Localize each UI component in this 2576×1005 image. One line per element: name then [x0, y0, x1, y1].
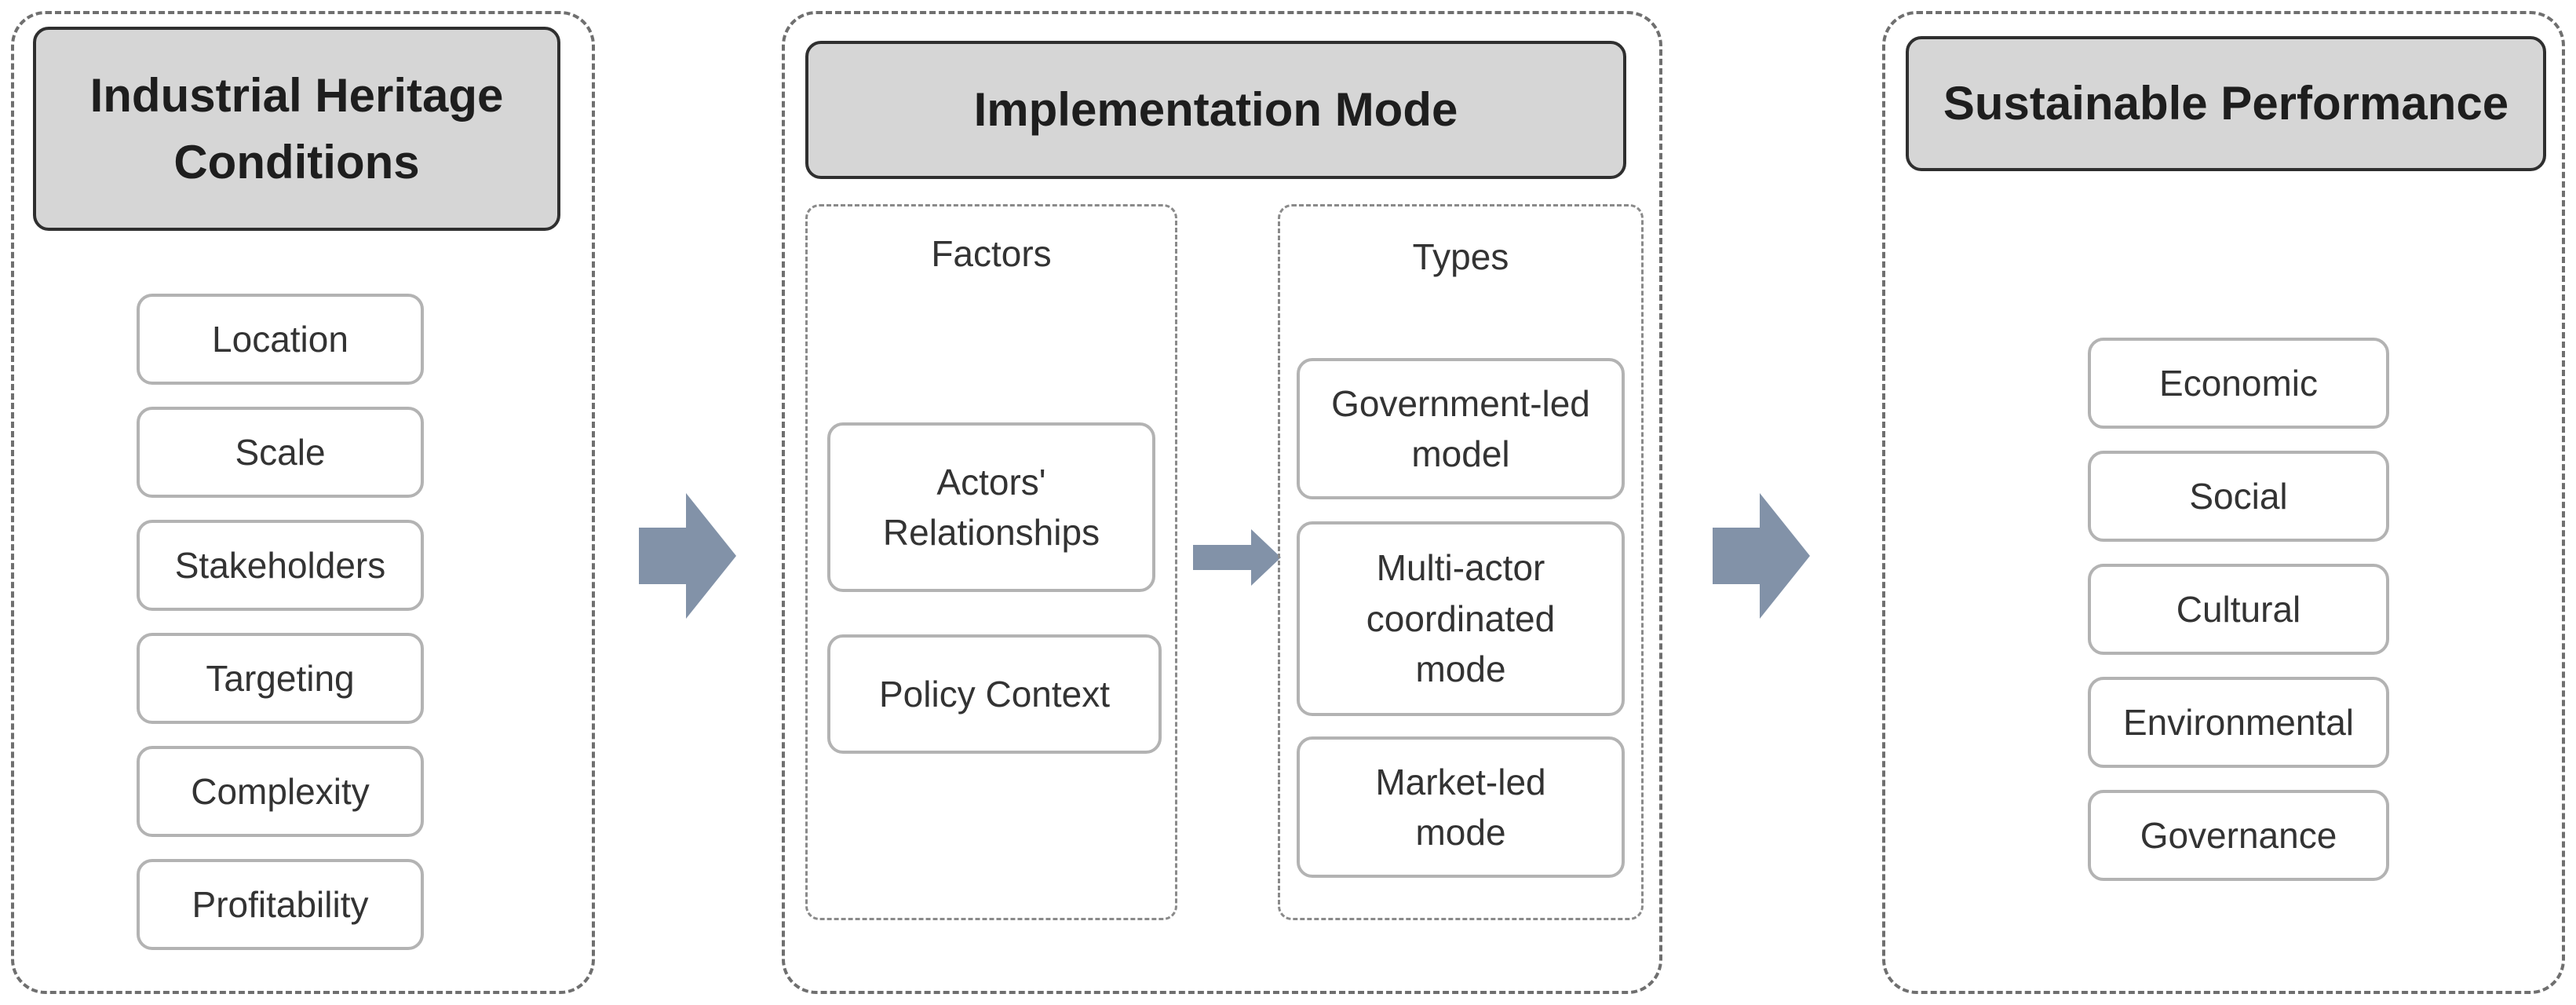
implementation-title: Implementation Mode [973, 83, 1458, 137]
implementation-panel [782, 11, 1662, 994]
condition-item-complexity: Complexity [137, 746, 424, 837]
condition-item-stakeholders: Stakeholders [137, 520, 424, 611]
implementation-header: Implementation Mode [805, 41, 1626, 179]
factors-subpanel [805, 204, 1177, 920]
type-item-market-led: Market-led mode [1297, 736, 1625, 878]
type-item-government-led: Government-led model [1297, 358, 1625, 499]
conditions-title: Industrial Heritage Conditions [89, 68, 504, 188]
performance-item-economic: Economic [2088, 338, 2389, 429]
performance-header: Sustainable Performance [1906, 36, 2546, 171]
flow-arrow-1 [639, 493, 736, 619]
condition-item-location: Location [137, 294, 424, 385]
flow-arrow-2 [1713, 493, 1810, 619]
conditions-panel [11, 11, 595, 994]
types-subpanel [1278, 204, 1644, 920]
factor-item-policy-context: Policy Context [827, 634, 1162, 754]
factors-label: Factors [931, 233, 1052, 274]
condition-item-targeting: Targeting [137, 633, 424, 724]
factor-item-actors-relationships: Actors' Relationships [827, 422, 1155, 592]
performance-item-environmental: Environmental [2088, 677, 2389, 768]
performance-item-governance: Governance [2088, 790, 2389, 881]
performance-title: Sustainable Performance [1943, 77, 2509, 130]
types-label: Types [1412, 236, 1509, 277]
performance-item-social: Social [2088, 451, 2389, 542]
performance-item-cultural: Cultural [2088, 564, 2389, 655]
type-item-multi-actor: Multi-actor coordinated mode [1297, 521, 1625, 716]
condition-item-scale: Scale [137, 407, 424, 498]
flow-arrow-inner [1193, 529, 1281, 586]
condition-item-profitability: Profitability [137, 859, 424, 950]
performance-panel [1882, 11, 2565, 994]
conditions-header: Industrial Heritage Conditions [33, 27, 560, 231]
